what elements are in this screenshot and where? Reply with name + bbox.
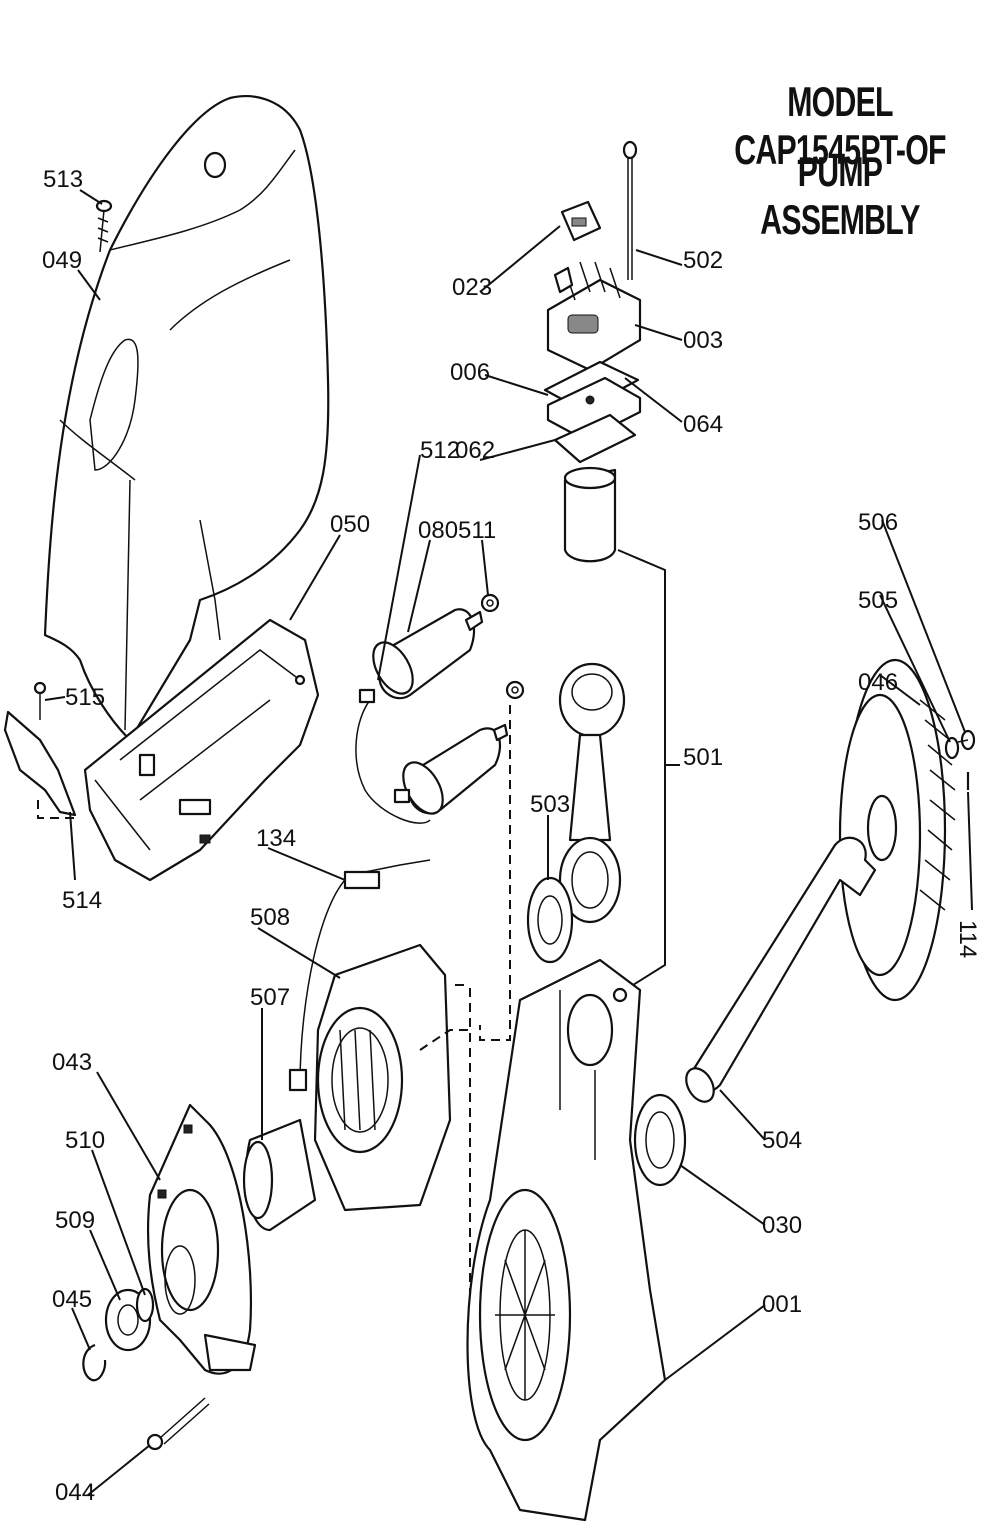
through-bolt-044 xyxy=(146,1397,210,1451)
nut-511-lower xyxy=(505,680,525,700)
callout-512: 512 xyxy=(420,437,460,464)
callout-502: 502 xyxy=(683,247,723,274)
gasket-062 xyxy=(553,413,637,464)
shroud-cover xyxy=(43,95,330,742)
callout-006: 006 xyxy=(450,359,490,386)
leader-lines xyxy=(44,189,973,1496)
piston-rod-assembly xyxy=(558,662,626,924)
callout-080: 080 xyxy=(418,517,458,544)
callout-515: 515 xyxy=(65,684,105,711)
callout-049: 049 xyxy=(42,247,82,274)
callout-504: 504 xyxy=(762,1127,802,1154)
washer-505 xyxy=(944,736,960,760)
callout-506: 506 xyxy=(858,509,898,536)
bolt-506 xyxy=(957,729,976,751)
bearing-030 xyxy=(633,1093,687,1187)
callout-508: 508 xyxy=(250,904,290,931)
callout-509: 509 xyxy=(55,1207,95,1234)
callout-511: 511 xyxy=(458,517,496,544)
callout-513: 513 xyxy=(43,166,83,193)
end-bell-043 xyxy=(146,1103,257,1375)
stator-508 xyxy=(288,859,452,1212)
valve-plate-006 xyxy=(546,376,642,442)
nut-511-upper xyxy=(480,593,500,613)
clip-514 xyxy=(3,710,78,819)
callout-505: 505 xyxy=(858,587,898,614)
callout-044: 044 xyxy=(55,1479,95,1506)
screw-513 xyxy=(95,199,113,253)
callout-062: 062 xyxy=(455,437,495,464)
shroud-base-tray xyxy=(83,618,320,882)
callout-046: 046 xyxy=(858,669,898,696)
callout-510: 510 xyxy=(65,1127,105,1154)
callout-030: 030 xyxy=(762,1212,802,1239)
crankshaft-504 xyxy=(685,836,877,1103)
callout-003: 003 xyxy=(683,327,723,354)
diagram-title-assembly: PUMP ASSEMBLY xyxy=(760,148,920,243)
pressure-switch-023 xyxy=(560,200,602,242)
callout-001: 001 xyxy=(762,1291,802,1318)
callout-514: 514 xyxy=(62,887,102,914)
diagram-title-model: MODEL CAP1545PT-OF xyxy=(734,78,946,173)
capacitor-lower xyxy=(355,688,509,824)
screw-515 xyxy=(33,681,47,720)
crankcase-001 xyxy=(466,958,667,1522)
callout-114: 114 xyxy=(954,920,981,958)
callout-503: 503 xyxy=(530,791,570,818)
rotor-507 xyxy=(242,1118,317,1232)
callout-050: 050 xyxy=(330,511,370,538)
fan-046 xyxy=(838,658,956,1002)
cylinder-sleeve xyxy=(563,466,617,563)
callout-043: 043 xyxy=(52,1049,92,1076)
head-bolt-502 xyxy=(622,140,638,280)
bearing-503 xyxy=(526,876,574,964)
callout-labels: 513 049 050 023 502 003 006 064 512 062 … xyxy=(42,166,981,1506)
snap-ring-045 xyxy=(82,1343,107,1382)
callout-507: 507 xyxy=(250,984,290,1011)
callout-501: 501 xyxy=(683,744,723,771)
callout-023: 023 xyxy=(452,274,492,301)
retainer-510 xyxy=(135,1287,155,1323)
callout-045: 045 xyxy=(52,1286,92,1313)
callout-064: 064 xyxy=(683,411,723,438)
cylinder-head-003 xyxy=(546,261,642,372)
callout-134: 134 xyxy=(256,825,296,852)
